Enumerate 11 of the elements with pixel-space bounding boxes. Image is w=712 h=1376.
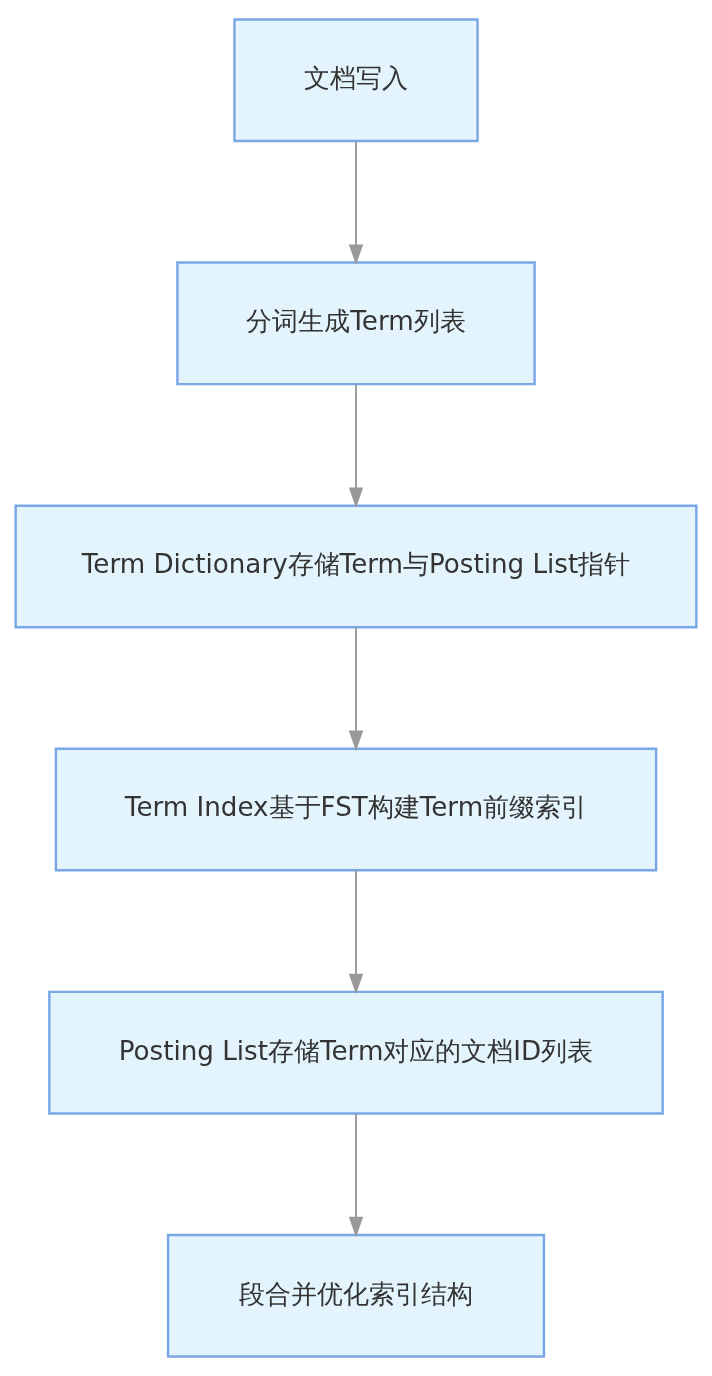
arrow <box>348 869 364 995</box>
node-box: Term Dictionary存储Term与Posting List指针 <box>14 504 698 629</box>
arrow <box>348 140 364 265</box>
node-box: Posting List存储Term对应的文档ID列表 <box>48 990 664 1115</box>
arrow <box>348 1112 364 1238</box>
node-box: Term Index基于FST构建Term前缀索引 <box>54 747 658 872</box>
node-box: 文档写入 <box>233 18 479 143</box>
arrow <box>348 383 364 509</box>
node-box: 分词生成Term列表 <box>176 261 536 386</box>
arrow <box>348 626 364 752</box>
node-box: 段合并优化索引结构 <box>166 1233 546 1358</box>
